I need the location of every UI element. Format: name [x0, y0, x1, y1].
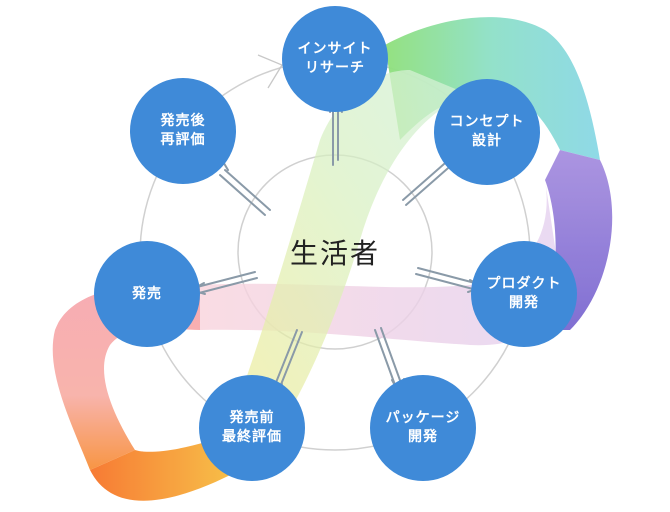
- node-launch[interactable]: 発売: [94, 241, 200, 347]
- node-postlaunch-evaluation[interactable]: 発売後 再評価: [130, 78, 236, 184]
- center-label: 生活者: [289, 237, 380, 270]
- node-product-development[interactable]: プロダクト 開発: [471, 241, 577, 347]
- node-insight-research[interactable]: インサイト リサーチ: [282, 6, 388, 112]
- node-package-development[interactable]: パッケージ 開発: [370, 375, 476, 481]
- node-concept-design[interactable]: コンセプト 設計: [434, 79, 540, 185]
- node-prelaunch-evaluation[interactable]: 発売前 最終評価: [199, 375, 305, 481]
